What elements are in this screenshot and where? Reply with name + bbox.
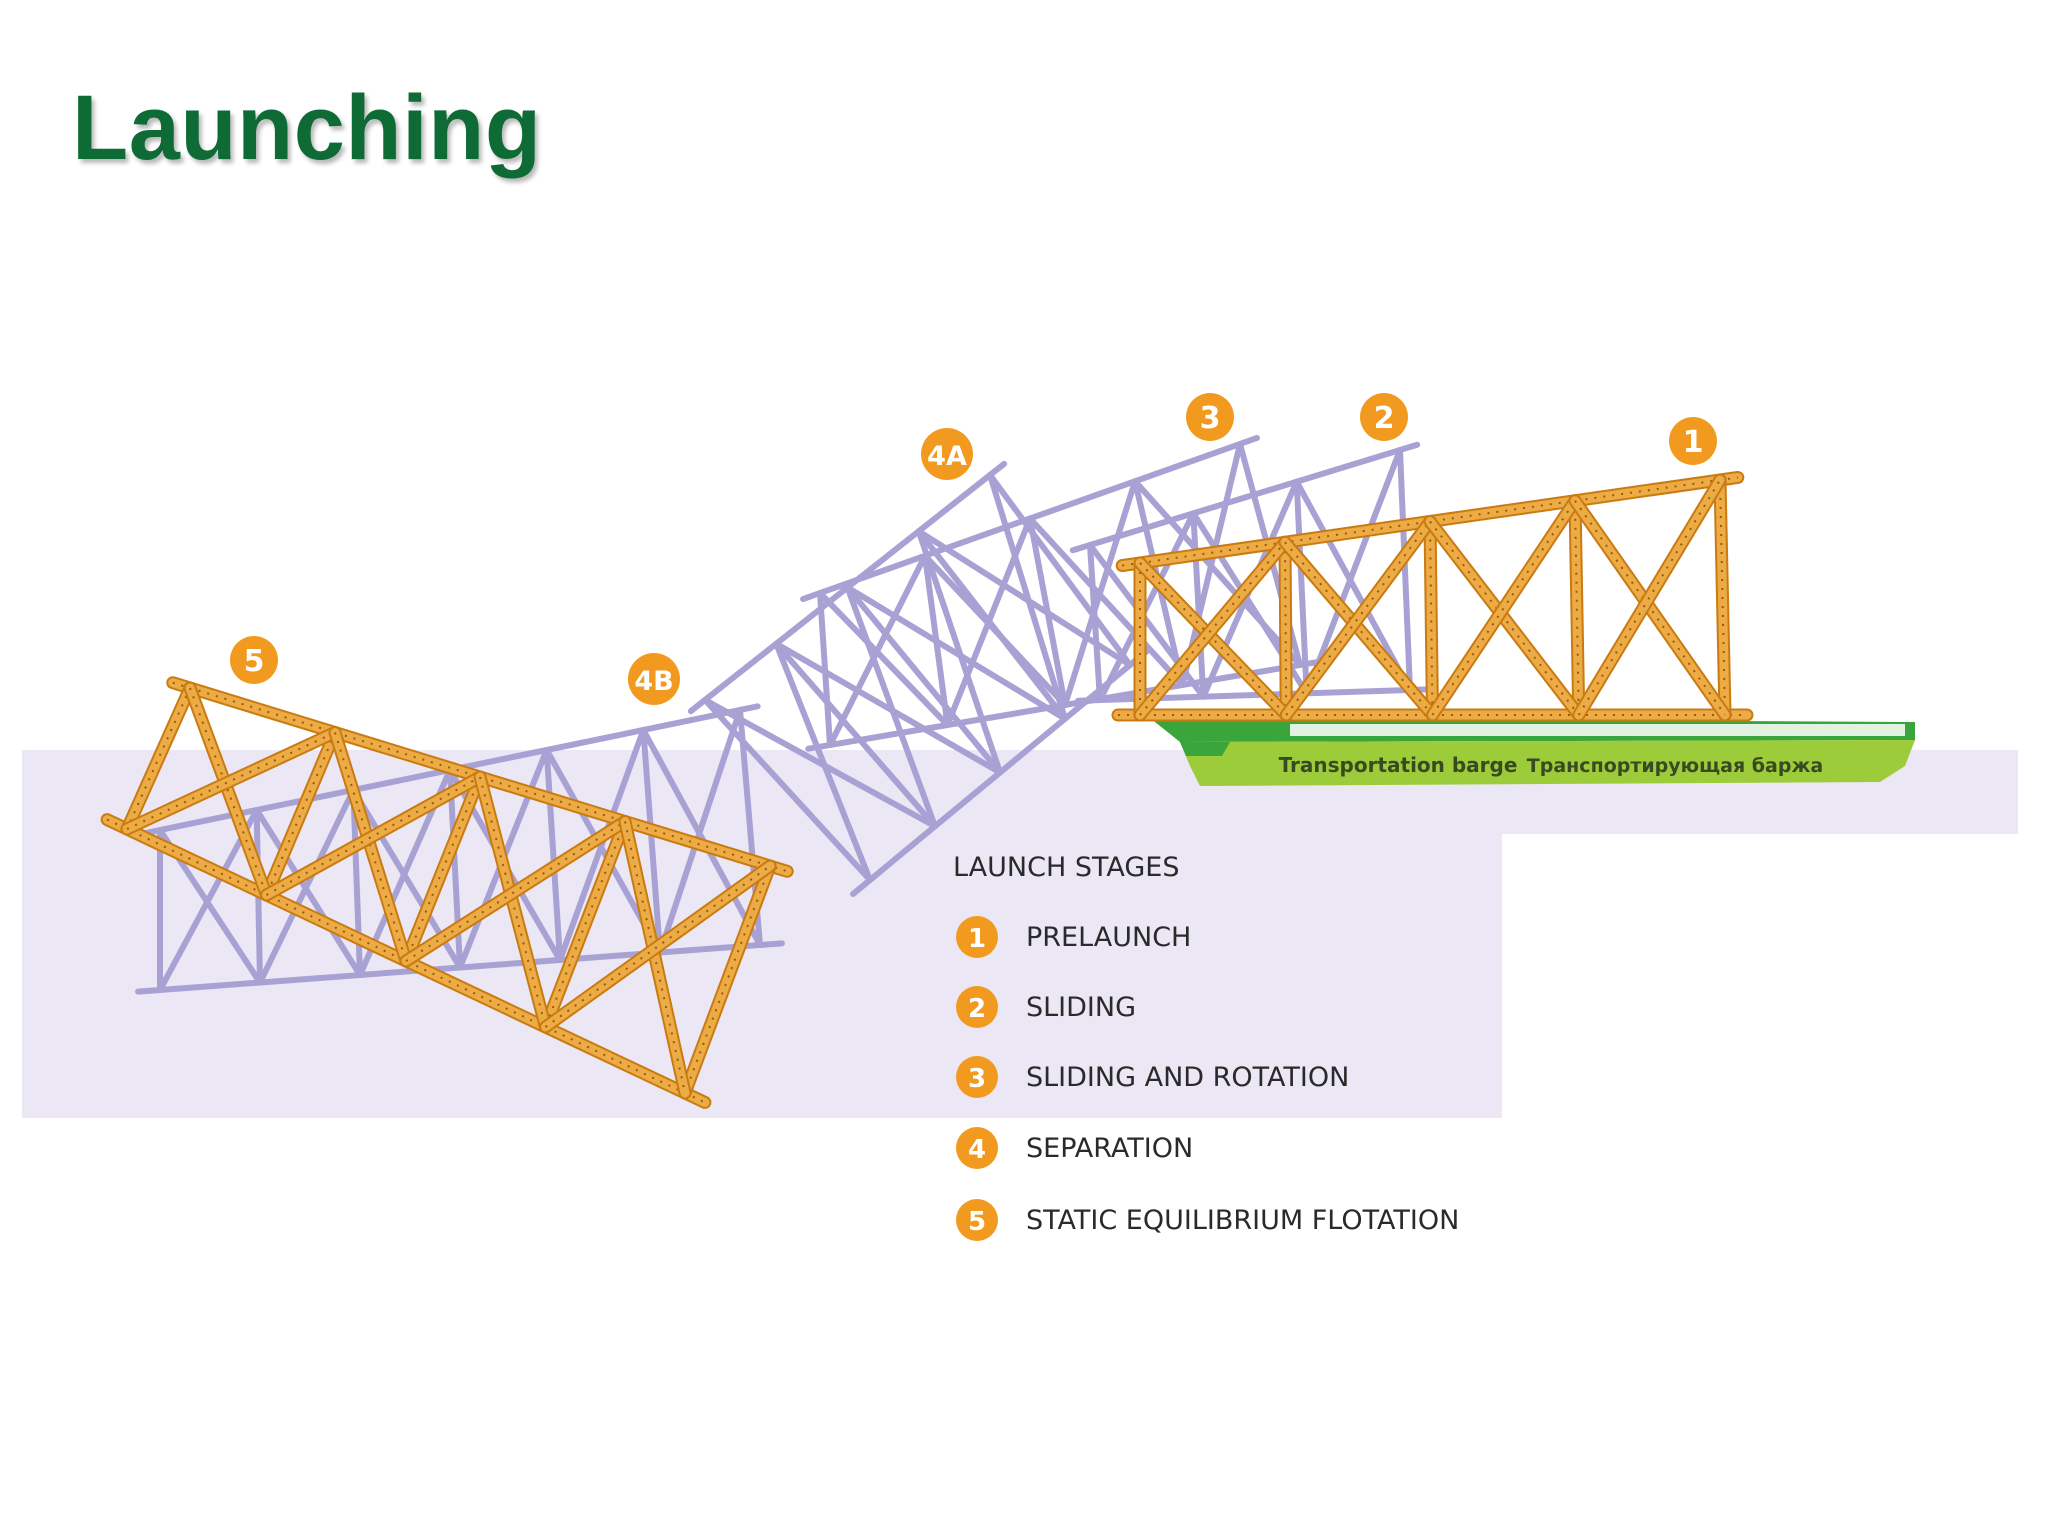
truss-member: [817, 590, 951, 728]
water-area: [22, 750, 2018, 1118]
truss-stage-5-flotation: [100, 676, 794, 1109]
truss-member: [844, 584, 1068, 722]
truss-rivets: [334, 732, 407, 962]
truss-member: [122, 683, 195, 834]
legend-item-separation: 4 SEPARATION: [956, 1127, 1193, 1169]
legend-item-sliding-and-rotation: 3 SLIDING AND ROTATION: [956, 1056, 1349, 1098]
truss-rivets: [544, 865, 771, 1028]
truss-rivets: [1139, 541, 1286, 716]
truss-rivets: [1574, 500, 1726, 716]
truss-member: [1425, 517, 1437, 720]
truss-member: [1135, 558, 1291, 720]
truss-member: [122, 728, 340, 834]
truss-rivets: [1577, 479, 1721, 716]
truss-rivets: [1284, 542, 1288, 716]
truss-member: [1132, 478, 1303, 668]
truss-member: [262, 728, 340, 900]
truss-member: [1303, 447, 1403, 697]
truss-member: [640, 727, 663, 956]
truss-rivets: [624, 821, 686, 1094]
truss-member: [1281, 517, 1435, 720]
truss-member: [1069, 441, 1421, 554]
truss-member: [1293, 478, 1310, 697]
legend-item-prelaunch: 1 PRELAUNCH: [956, 916, 1191, 958]
truss-member: [915, 528, 1003, 776]
slide-title: Launching: [72, 77, 542, 179]
stage-marker-4a: 4A: [921, 428, 973, 480]
truss-member: [915, 528, 1068, 722]
stage-marker-label: 2: [1374, 401, 1395, 436]
stage-marker-label: 5: [244, 644, 265, 679]
truss-member: [257, 787, 357, 986]
truss-member: [827, 552, 928, 748]
truss-rivets: [1719, 479, 1726, 716]
truss-member: [262, 772, 485, 900]
truss-rivets: [189, 687, 268, 896]
legend-item-label: SLIDING: [1026, 992, 1136, 1023]
legend-item-label: SEPARATION: [1026, 1133, 1193, 1164]
truss-member: [253, 807, 363, 978]
stage-marker-3: 3: [1186, 393, 1234, 441]
legend-item-label: STATIC EQUILIBRIUM FLOTATION: [1026, 1205, 1459, 1236]
barge-label-ru: Транспортирующая баржа: [1527, 755, 1823, 777]
truss-rivets: [405, 776, 481, 962]
transportation-barge: Transportation barge Транспортирующая ба…: [1150, 718, 1915, 786]
truss-member: [1428, 496, 1580, 720]
stage-marker-1: 1: [1669, 417, 1717, 465]
legend-item-number: 1: [968, 924, 986, 954]
truss-member: [1397, 447, 1413, 693]
truss-member: [1293, 478, 1413, 693]
truss-member: [1570, 496, 1584, 720]
truss-rivets: [405, 820, 626, 962]
legend-item-number: 5: [968, 1207, 986, 1237]
legend-item-number: 3: [968, 1064, 986, 1094]
truss-member: [1097, 510, 1197, 703]
truss-member: [773, 640, 938, 830]
truss-rivets: [1284, 541, 1434, 716]
truss-member: [557, 727, 647, 963]
stage-marker-label: 3: [1200, 401, 1221, 436]
truss-member: [1280, 537, 1291, 720]
truss-member: [475, 772, 550, 1032]
legend-item-static-equilibrium-flotation: 5 STATIC EQUILIBRIUM FLOTATION: [956, 1199, 1459, 1241]
stage-marker-4b: 4B: [628, 653, 680, 705]
legend-item-number: 4: [968, 1135, 986, 1165]
truss-stage-1-prelaunch: [1111, 470, 1754, 722]
legend-heading: LAUNCH STAGES: [953, 852, 1179, 883]
truss-member: [987, 472, 1068, 722]
truss-member: [1027, 515, 1186, 688]
truss-member: [987, 472, 1133, 668]
truss-member: [543, 747, 563, 963]
legend: LAUNCH STAGES 1 PRELAUNCH 2 SLIDING 3 SL…: [953, 852, 1459, 1241]
stage-marker-label: 4B: [634, 666, 673, 697]
stage-marker-label: 1: [1683, 425, 1704, 460]
truss-member: [680, 861, 775, 1098]
stage-marker-label: 4A: [927, 441, 967, 472]
legend-item-label: PRELAUNCH: [1026, 922, 1191, 953]
truss-member: [657, 707, 743, 956]
ghost-truss-stage-4a: [687, 460, 1150, 898]
stage-marker-2: 2: [1360, 393, 1408, 441]
truss-rivets: [544, 821, 626, 1028]
truss-member: [640, 727, 763, 948]
barge-label-en: Transportation barge: [1279, 753, 1518, 777]
stage-marker-5: 5: [230, 636, 278, 684]
truss-member: [773, 640, 1003, 776]
truss-member: [773, 640, 873, 883]
truss-member: [1062, 478, 1138, 708]
truss-member: [915, 528, 1133, 668]
legend-item-label: SLIDING AND ROTATION: [1026, 1062, 1349, 1093]
truss-member: [844, 584, 938, 830]
key-stage-trusses: [100, 470, 1754, 1109]
legend-item-sliding: 2 SLIDING: [956, 986, 1136, 1028]
truss-member: [844, 584, 1003, 776]
legend-item-number: 2: [968, 994, 986, 1024]
